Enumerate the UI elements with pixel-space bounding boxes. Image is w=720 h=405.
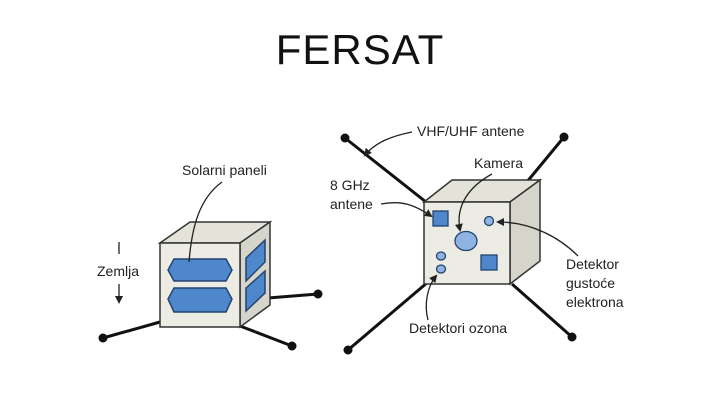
right-antenna-bottom-right-tip xyxy=(567,332,577,342)
label-8ghz-line1: 8 GHz xyxy=(330,177,370,193)
label-8ghz-line2: antene xyxy=(330,196,373,212)
right-antenna-bottom-left xyxy=(347,280,429,352)
right-satellite: VHF/UHF antene Kamera 8 GHz antene Detek… xyxy=(330,123,624,355)
leader-ozone xyxy=(425,274,438,321)
left-antenna-bottom-left-tip xyxy=(98,333,108,343)
ozone-sensor-bottom xyxy=(435,264,447,274)
antenna-8ghz-square xyxy=(432,210,449,227)
leader-camera xyxy=(454,173,493,232)
leader-solar-panels xyxy=(188,181,223,263)
right-antenna-top-left xyxy=(344,136,427,204)
label-detector-line1: Detektor xyxy=(566,256,619,272)
label-earth: Zemlja xyxy=(97,263,139,279)
page-title: FERSAT xyxy=(275,26,445,73)
label-solar-panels: Solarni paneli xyxy=(182,162,267,178)
ozone-sensor-top xyxy=(435,251,447,261)
right-antenna-top-right-tip xyxy=(559,132,569,142)
solar-panel-front-top xyxy=(167,258,233,282)
label-detector-line2: gustoće xyxy=(566,275,615,291)
left-antenna-right-tip xyxy=(313,289,323,299)
left-antenna-bottom-right xyxy=(239,324,293,348)
right-antenna-bottom-left-tip xyxy=(343,345,353,355)
leader-8ghz xyxy=(380,201,433,218)
component-square-bottom xyxy=(480,254,498,271)
solar-panel-side-bottom xyxy=(245,269,266,313)
left-cube-front xyxy=(159,242,241,328)
leader-vhf-uhf xyxy=(363,131,413,157)
left-antenna-bottom-left xyxy=(102,320,161,340)
camera-lens xyxy=(454,230,478,252)
left-antenna-right xyxy=(267,292,319,300)
label-ozone: Detektori ozona xyxy=(409,320,507,336)
electron-density-sensor xyxy=(483,215,495,227)
label-vhf-uhf: VHF/UHF antene xyxy=(417,123,525,139)
left-antenna-bottom-right-tip xyxy=(287,341,297,351)
label-camera: Kamera xyxy=(474,155,523,171)
solar-panel-front-bottom xyxy=(167,287,233,313)
solar-panel-side-top xyxy=(245,238,266,283)
right-antenna-bottom-right xyxy=(511,282,573,339)
leader-detector xyxy=(496,218,579,257)
left-satellite: Solarni paneli Zemlja xyxy=(97,162,323,351)
right-antenna-top-left-tip xyxy=(340,133,350,143)
label-detector-line3: elektrona xyxy=(566,294,624,310)
